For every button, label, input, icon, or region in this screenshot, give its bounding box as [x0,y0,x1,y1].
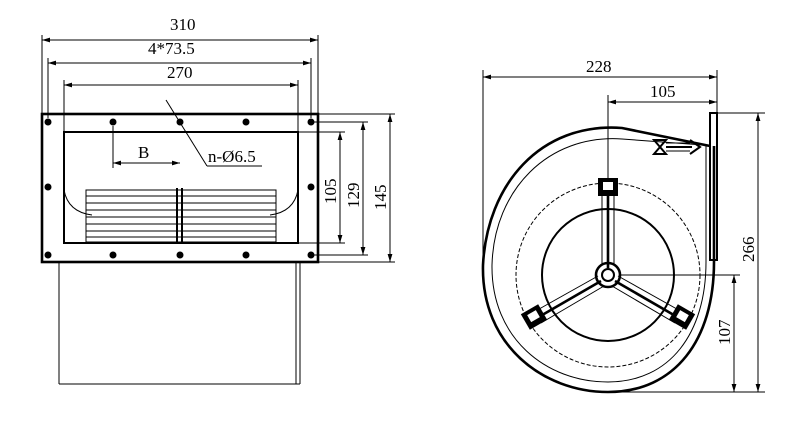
dim-line-310 [41,35,319,114]
dim-hole-pitch: 4*73.5 [148,39,195,58]
dim-hole-callout: n-Ø6.5 [208,147,256,166]
side-view: 228 105 266 107 [481,57,765,394]
dim-center-height: 107 [715,319,734,345]
dim-line-4x73-5 [47,58,312,118]
dim-b-label: B [138,143,149,162]
front-scroll-curve-right [269,189,299,216]
dim-lines-right [298,113,395,263]
hole-callout-leader [165,99,208,167]
dim-overall-width: 310 [170,15,196,34]
front-view: 310 4*73.5 270 B n-Ø6.5 [40,15,395,385]
dim-line-228 [482,70,718,262]
dim-opening-height: 105 [321,179,340,205]
dim-line-270 [63,80,299,132]
dim-line-105 [607,95,717,180]
dim-outlet-offset: 105 [650,82,676,101]
front-flange [40,112,320,264]
side-airflow-arrow-icon [651,139,702,155]
front-lower-body [58,262,301,385]
dim-opening-width: 270 [167,63,193,82]
side-motor-spider [520,178,696,330]
dim-overall-height: 145 [371,185,390,211]
dim-line-107 [620,274,740,392]
dim-hole-span: 129 [344,183,363,209]
side-outlet-flange [709,112,718,261]
side-scroll-inner [491,138,707,383]
side-scroll-housing [481,126,716,394]
dim-line-266 [614,112,765,393]
front-impeller-blades [85,188,277,244]
dim-side-overall-height: 266 [739,237,758,263]
dim-overall-depth: 228 [586,57,612,76]
dim-line-b [112,126,180,168]
front-scroll-curve-left [63,189,93,216]
